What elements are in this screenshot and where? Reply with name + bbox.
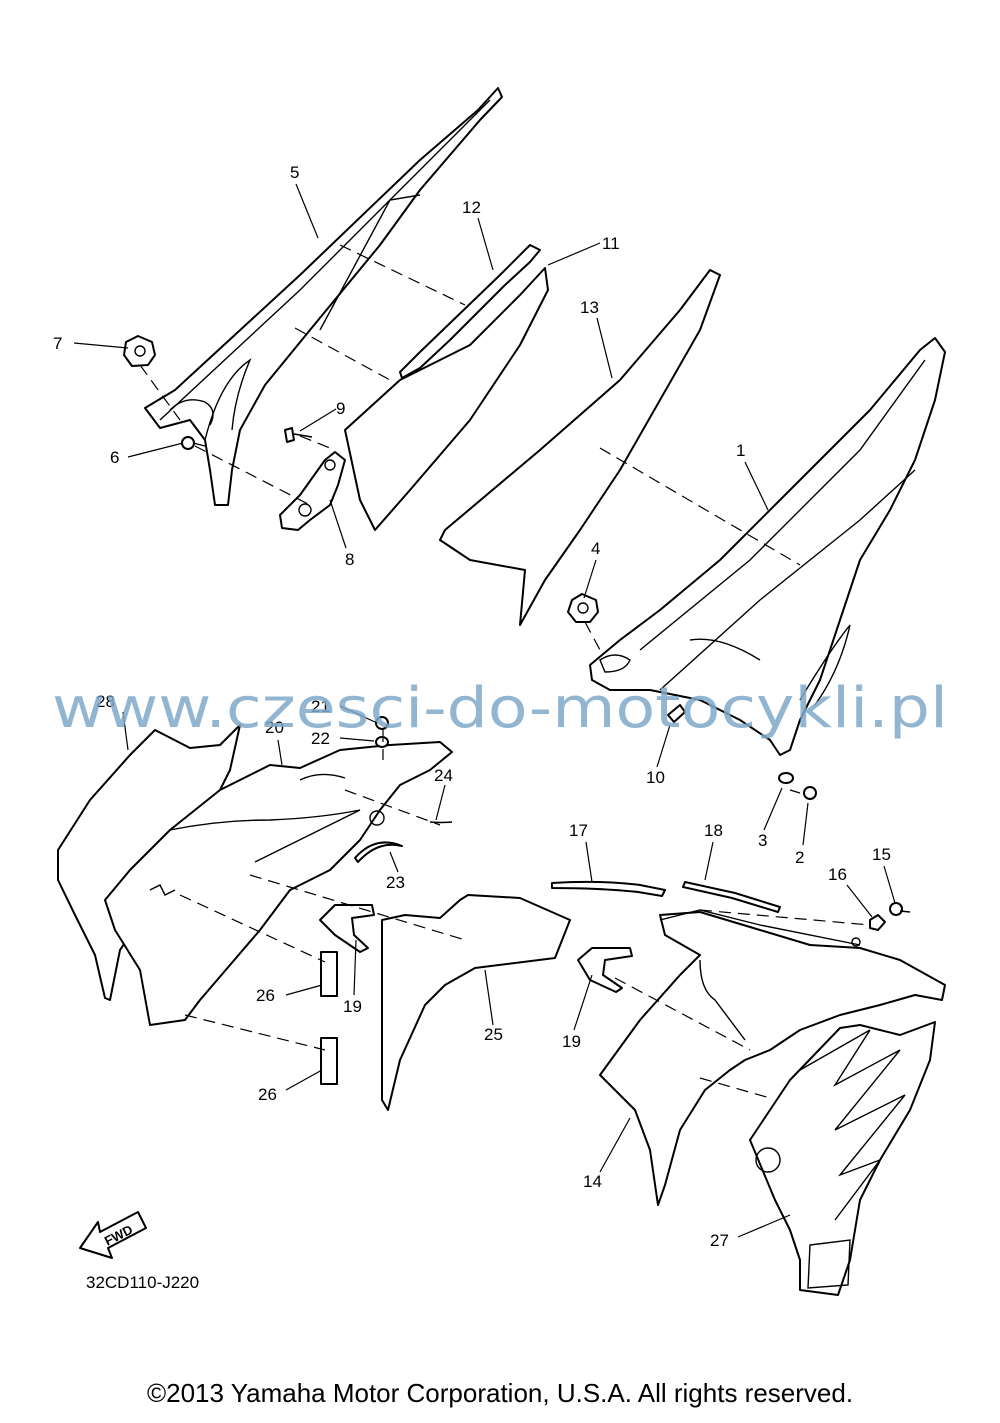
callout-13: 13 xyxy=(580,298,599,317)
part-26-sticker-b[interactable] xyxy=(320,1037,338,1085)
fwd-label: FWD xyxy=(102,1222,135,1249)
callout-26-b: 26 xyxy=(258,1085,277,1104)
callout-25: 25 xyxy=(484,1025,503,1044)
part-27-decal[interactable] xyxy=(749,1021,936,1296)
part-7-clip[interactable] xyxy=(123,335,156,367)
part-19-tab-left[interactable] xyxy=(319,904,375,953)
part-23-strip[interactable] xyxy=(354,841,403,863)
callout-19-right: 19 xyxy=(562,1032,581,1051)
part-9-screw[interactable] xyxy=(284,427,313,443)
diagram-code: 32CD110-J220 xyxy=(86,1273,199,1292)
callout-28: 28 xyxy=(96,692,115,711)
part-3-washer[interactable] xyxy=(778,772,794,784)
fwd-arrow-icon: FWD xyxy=(79,1211,147,1259)
callout-7: 7 xyxy=(53,334,62,353)
part-10-clip[interactable] xyxy=(667,704,686,723)
callout-labels: 1 2 3 4 5 6 7 8 9 10 11 12 13 14 15 16 1… xyxy=(53,163,891,1250)
callout-22: 22 xyxy=(311,729,330,748)
callout-14: 14 xyxy=(583,1172,602,1191)
part-12-trim[interactable] xyxy=(399,244,541,379)
part-2-screw[interactable] xyxy=(803,786,817,800)
part-25-film[interactable] xyxy=(381,894,571,1111)
callout-27: 27 xyxy=(710,1231,729,1250)
watermark: www.czesci-do-motocykli.pl xyxy=(52,676,948,741)
part-14-shroud[interactable] xyxy=(599,909,946,1206)
callout-16: 16 xyxy=(828,865,847,884)
callout-17: 17 xyxy=(569,821,588,840)
callout-24: 24 xyxy=(434,766,453,785)
callout-18: 18 xyxy=(704,821,723,840)
part-5-side-cover[interactable] xyxy=(144,87,503,506)
callout-19-left: 19 xyxy=(343,997,362,1016)
part-13-film[interactable] xyxy=(439,269,721,626)
part-17-strip[interactable] xyxy=(551,880,666,897)
part-4-clip[interactable] xyxy=(567,593,599,623)
callout-3: 3 xyxy=(758,831,767,850)
callout-8: 8 xyxy=(345,550,354,569)
callout-12: 12 xyxy=(462,198,481,217)
part-18-strip[interactable] xyxy=(682,881,781,913)
callout-5: 5 xyxy=(290,163,299,182)
part-8-bracket[interactable] xyxy=(279,451,346,531)
callout-11: 11 xyxy=(602,234,620,253)
callout-10: 10 xyxy=(646,768,665,787)
callout-9: 9 xyxy=(336,399,345,418)
callout-26-a: 26 xyxy=(256,986,275,1005)
callout-1: 1 xyxy=(736,441,745,460)
callout-2: 2 xyxy=(795,848,804,867)
part-21-screw[interactable] xyxy=(375,716,389,730)
callout-23: 23 xyxy=(386,873,405,892)
copyright-notice: ©2013 Yamaha Motor Corporation, U.S.A. A… xyxy=(146,1378,854,1408)
part-26-sticker-a[interactable] xyxy=(320,951,338,997)
part-22-grommet[interactable] xyxy=(375,736,389,748)
part-6-bolt[interactable] xyxy=(181,436,206,450)
callout-15: 15 xyxy=(872,845,891,864)
callout-21: 21 xyxy=(311,697,330,716)
part-11-panel[interactable] xyxy=(344,267,549,531)
part-24-strip[interactable] xyxy=(429,821,453,824)
callout-20: 20 xyxy=(265,718,284,737)
part-19-tab-right[interactable] xyxy=(577,947,633,993)
part-16-nut[interactable] xyxy=(869,914,886,931)
callout-4: 4 xyxy=(591,539,600,558)
part-15-screw[interactable] xyxy=(889,902,911,916)
callout-6: 6 xyxy=(110,448,119,467)
alignment-lines xyxy=(139,244,871,1099)
leader-lines xyxy=(73,183,896,1238)
